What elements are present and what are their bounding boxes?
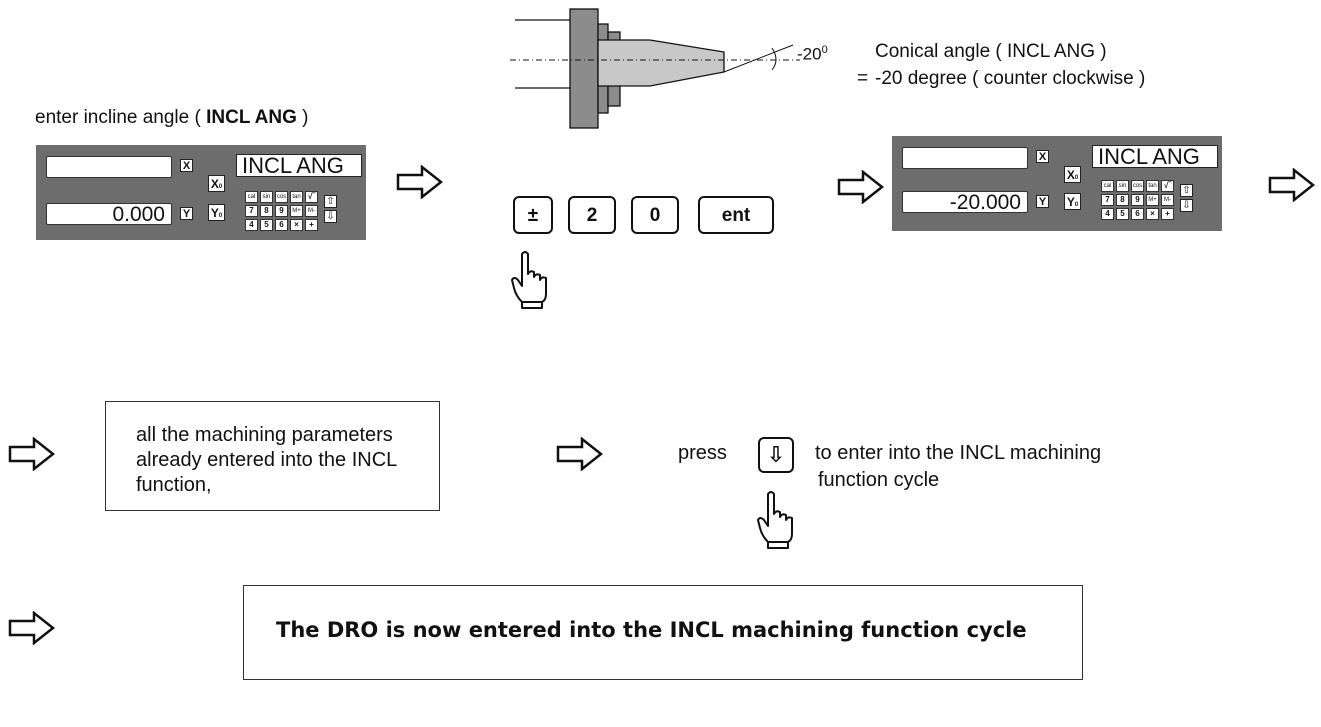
keypad-key[interactable]: M- <box>1161 194 1174 206</box>
conical-angle-value: -20 degree ( counter clockwise ) <box>875 68 1146 89</box>
keypad-key[interactable]: 8 <box>1116 194 1129 206</box>
calc-keypad: cal sin cos tan √‾ 7 8 9 M+ M- 4 5 6 × + <box>245 191 319 233</box>
conical-angle-title: Conical angle ( INCL ANG ) <box>875 41 1107 62</box>
keypad-key[interactable]: 9 <box>275 205 288 217</box>
right-arrow-icon <box>837 170 885 204</box>
up-arrow-key[interactable]: ⇧ <box>324 195 337 208</box>
instruction-bold: INCL ANG <box>206 107 297 128</box>
x-zero-key[interactable]: X0 <box>208 175 225 192</box>
y-display: 0.000 <box>46 203 172 226</box>
keypad-key[interactable]: cos <box>1131 180 1144 192</box>
y-display: -20.000 <box>902 191 1028 214</box>
enter-key[interactable]: ent <box>698 196 774 234</box>
equals-sign: = <box>857 68 869 89</box>
instruction-prefix: enter incline angle ( <box>35 107 207 128</box>
keypad-key[interactable]: tan <box>1146 180 1159 192</box>
keypad-key[interactable]: 8 <box>260 205 273 217</box>
keypad-key[interactable]: tan <box>290 191 303 203</box>
press-label: press <box>678 442 727 464</box>
keypad-key[interactable]: M+ <box>290 205 303 217</box>
right-arrow-icon <box>8 437 56 471</box>
plus-minus-key[interactable]: ± <box>513 196 553 234</box>
up-arrow-key[interactable]: ⇧ <box>1180 184 1193 197</box>
calc-keypad: cal sin cos tan √‾ 7 8 9 M+ M- 4 5 6 × + <box>1101 180 1175 222</box>
lathe-taper-drawing <box>510 8 800 129</box>
x-zero-sub: 0 <box>1074 175 1079 181</box>
keypad-key[interactable]: 5 <box>260 219 273 231</box>
incline-angle-instruction: enter incline angle ( INCL ANG ) <box>35 106 309 130</box>
dro-panel-left: 0.000 X Y X0 Y0 INCL ANG cal sin cos tan… <box>36 145 366 240</box>
right-arrow-icon <box>1268 168 1316 202</box>
keypad-key[interactable]: cos <box>275 191 288 203</box>
x-axis-key[interactable]: X <box>180 159 193 172</box>
y-zero-sub: 0 <box>1074 202 1079 208</box>
x-display <box>46 156 172 178</box>
pointing-hand-icon <box>757 491 793 549</box>
keypad-key[interactable]: 4 <box>245 219 258 231</box>
keypad-key[interactable]: cal <box>1101 180 1114 192</box>
x-axis-key[interactable]: X <box>1036 150 1049 163</box>
x-zero-key[interactable]: X0 <box>1064 166 1081 183</box>
keypad-key[interactable]: 6 <box>1131 208 1144 220</box>
y-zero-key[interactable]: Y0 <box>208 204 225 221</box>
digit-2-key[interactable]: 2 <box>568 196 616 234</box>
keypad-key[interactable]: cal <box>245 191 258 203</box>
keypad-key[interactable]: 4 <box>1101 208 1114 220</box>
down-arrow-key[interactable]: ⇩ <box>758 437 794 473</box>
down-arrow-key[interactable]: ⇩ <box>1180 199 1193 212</box>
digit-0-key[interactable]: 0 <box>631 196 679 234</box>
y-axis-key[interactable]: Y <box>180 207 193 220</box>
keypad-key[interactable]: M+ <box>1146 194 1159 206</box>
message-display: INCL ANG <box>1092 145 1218 168</box>
down-arrow-key[interactable]: ⇩ <box>324 210 337 223</box>
keypad-key[interactable]: √‾ <box>305 191 318 203</box>
press-description-line-1: to enter into the INCL machining <box>815 442 1102 464</box>
keypad-key[interactable]: 7 <box>1101 194 1114 206</box>
keypad-key[interactable]: 9 <box>1131 194 1144 206</box>
y-axis-key[interactable]: Y <box>1036 195 1049 208</box>
angle-value: -20 <box>797 44 822 64</box>
final-message: The DRO is now entered into the INCL mac… <box>276 618 1027 642</box>
y-zero-label: Y <box>1066 195 1075 209</box>
note-line-3: function, <box>136 474 212 496</box>
press-description-line-2: function cycle <box>818 469 940 491</box>
right-arrow-icon <box>556 437 604 471</box>
y-zero-sub: 0 <box>218 213 223 219</box>
keypad-key[interactable]: M- <box>305 205 318 217</box>
note-line-2: already entered into the INCL <box>136 449 398 471</box>
keypad-key[interactable]: × <box>1146 208 1159 220</box>
keypad-key[interactable]: + <box>1161 208 1174 220</box>
dro-panel-right: -20.000 X Y X0 Y0 INCL ANG cal sin cos t… <box>892 136 1222 231</box>
right-arrow-icon <box>8 611 56 645</box>
keypad-key[interactable]: sin <box>260 191 273 203</box>
keypad-key[interactable]: × <box>290 219 303 231</box>
x-zero-label: X <box>210 177 219 191</box>
keypad-key[interactable]: sin <box>1116 180 1129 192</box>
final-message-box: The DRO is now entered into the INCL mac… <box>243 585 1083 680</box>
x-display <box>902 147 1028 169</box>
keypad-key[interactable]: √‾ <box>1161 180 1174 192</box>
instruction-suffix: ) <box>296 107 309 128</box>
message-display: INCL ANG <box>236 154 362 177</box>
keypad-key[interactable]: + <box>305 219 318 231</box>
angle-degree: 0 <box>821 44 828 56</box>
keypad-key[interactable]: 5 <box>1116 208 1129 220</box>
note-line-1: all the machining parameters <box>136 424 393 446</box>
pointing-hand-icon <box>511 251 547 309</box>
y-zero-label: Y <box>210 206 219 220</box>
right-arrow-icon <box>396 165 444 199</box>
parameters-note-box: all the machining parameters already ent… <box>105 401 440 511</box>
angle-label: -200 <box>797 38 828 67</box>
y-zero-key[interactable]: Y0 <box>1064 193 1081 210</box>
x-zero-label: X <box>1066 168 1075 182</box>
x-zero-sub: 0 <box>218 184 223 190</box>
keypad-key[interactable]: 6 <box>275 219 288 231</box>
keypad-key[interactable]: 7 <box>245 205 258 217</box>
